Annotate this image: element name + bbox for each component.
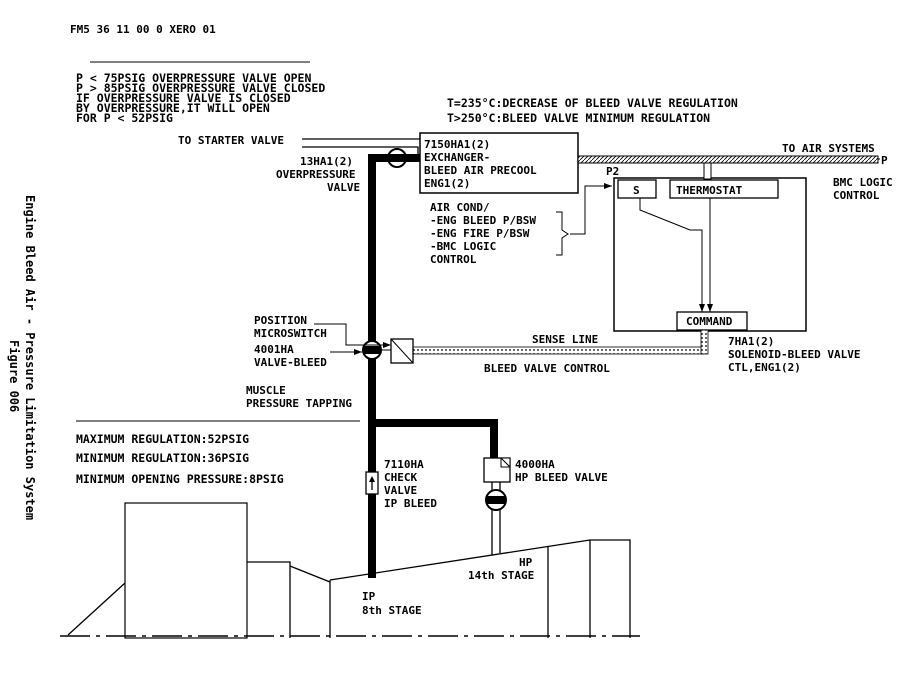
label-line: EXCHANGER-: [424, 151, 490, 164]
note-line: MINIMUM REGULATION:36PSIG: [76, 451, 249, 465]
label-line: CTL,ENG1(2): [728, 361, 801, 374]
hp-bleed-duct: [372, 419, 498, 470]
label-line: VALVE: [384, 484, 417, 497]
arrowhead: [383, 342, 391, 348]
command-label: COMMAND: [686, 315, 733, 328]
microswitch-leader: [314, 323, 390, 346]
to-air-systems-label: TO AIR SYSTEMS: [782, 142, 875, 155]
label-line: PRESSURE TAPPING: [246, 397, 352, 410]
label-line: POSITION: [254, 314, 307, 327]
air-cond-inputs-label: AIR COND/ -ENG BLEED P/BSW -ENG FIRE P/B…: [430, 201, 536, 266]
hp-stage-label: HP 14th STAGE: [468, 556, 534, 582]
label-line: CONTROL: [833, 189, 880, 202]
label-line: 7110HA: [384, 458, 424, 471]
command-box: [676, 311, 748, 331]
p-label-right: P: [881, 154, 888, 167]
note-line: FOR P < 52PSIG: [76, 111, 173, 125]
label-line: -BMC LOGIC: [430, 240, 496, 253]
arrowhead: [699, 304, 705, 312]
label-line: 14th STAGE: [468, 569, 534, 582]
bleed-valve-symbol: [362, 338, 414, 364]
label-line: ENG1(2): [424, 177, 470, 190]
document-reference: FM5 36 11 00 0 XERO 01: [70, 23, 216, 36]
label-line: MUSCLE: [246, 384, 286, 397]
engine-casing: [60, 502, 640, 639]
label-line: SOLENOID-BLEED VALVE: [728, 348, 860, 361]
sense-line-riser: [700, 329, 709, 355]
overpressure-valve-symbol: [387, 148, 407, 168]
inputs-brace: [556, 211, 569, 256]
label-line: BMC LOGIC: [833, 176, 893, 189]
solenoid-label: 7HA1(2) SOLENOID-BLEED VALVE CTL,ENG1(2): [728, 335, 860, 374]
figure-title: Engine Bleed Air - Pressure Limitation S…: [23, 195, 37, 520]
note-line: P > 85PSIG OVERPRESSURE VALVE CLOSED: [76, 81, 325, 95]
label-line: VALVE-BLEED: [254, 356, 327, 369]
label-line: IP BLEED: [384, 497, 437, 510]
label-line: AIR COND/: [430, 201, 490, 214]
label-line: 4000HA: [515, 458, 555, 471]
label-line: HP: [519, 556, 533, 569]
arrowhead: [354, 349, 362, 355]
note-line: P < 75PSIG OVERPRESSURE VALVE OPEN: [76, 71, 311, 85]
hp-bleed-valve-label: 4000HA HP BLEED VALVE: [515, 458, 608, 484]
sense-line-pipe: [411, 346, 705, 355]
label-line: 8th STAGE: [362, 604, 422, 617]
label-line: CONTROL: [430, 253, 477, 266]
label-line: HP BLEED VALVE: [515, 471, 608, 484]
note-line: IF OVERPRESSURE VALVE IS CLOSED: [76, 91, 291, 105]
main-bleed-duct: [368, 154, 430, 578]
s-to-command-line: [639, 198, 703, 312]
arrowhead: [604, 183, 612, 189]
label-line: IP: [362, 590, 376, 603]
label-line: -ENG FIRE P/BSW: [430, 227, 530, 240]
regulation-notes: MAXIMUM REGULATION:52PSIG MINIMUM REGULA…: [76, 432, 284, 486]
label-line: VALVE: [327, 181, 360, 194]
label-line: 7HA1(2): [728, 335, 774, 348]
label-line: -ENG BLEED P/BSW: [430, 214, 536, 227]
label-line: 13HA1(2): [300, 155, 353, 168]
overpressure-notes: P < 75PSIG OVERPRESSURE VALVE OPEN P > 8…: [76, 71, 325, 125]
inputs-to-s-line: [570, 185, 612, 235]
p2-label: P2: [606, 165, 619, 178]
s-box: [617, 179, 657, 199]
thermostat-tap: [703, 162, 712, 180]
to-starter-valve-label: TO STARTER VALVE: [178, 134, 284, 147]
precooler-label: 7150HA1(2) EXCHANGER- BLEED AIR PRECOOL …: [424, 138, 537, 190]
note-line: T>250°C:BLEED VALVE MINIMUM REGULATION: [447, 111, 710, 125]
label-line: 7150HA1(2): [424, 138, 490, 151]
temperature-notes: T=235°C:DECREASE OF BLEED VALVE REGULATI…: [447, 96, 738, 125]
overpressure-valve-label: 13HA1(2) OVERPRESSURE VALVE: [276, 155, 360, 194]
thermostat-box: [669, 179, 779, 199]
air-systems-duct: [577, 155, 879, 164]
bleed-valve-control-label: BLEED VALVE CONTROL: [484, 362, 610, 375]
label-line: CHECK: [384, 471, 417, 484]
check-valve-symbol: [365, 471, 379, 495]
note-line: MINIMUM OPENING PRESSURE:8PSIG: [76, 472, 284, 486]
hp-bleed-valve-symbol: [483, 457, 511, 555]
thermostat-label: THERMOSTAT: [676, 184, 743, 197]
note-line: MAXIMUM REGULATION:52PSIG: [76, 432, 249, 446]
arrowhead: [707, 304, 713, 312]
label-line: OVERPRESSURE: [276, 168, 355, 181]
precooler-box: [419, 132, 579, 194]
bmc-logic-control-label: BMC LOGIC CONTROL: [833, 176, 893, 202]
position-microswitch-label: POSITION MICROSWITCH: [254, 314, 327, 340]
muscle-tapping-label: MUSCLE PRESSURE TAPPING: [246, 384, 352, 410]
label-line: BLEED AIR PRECOOL: [424, 164, 537, 177]
figure-number: Figure 006: [7, 340, 21, 412]
note-line: T=235°C:DECREASE OF BLEED VALVE REGULATI…: [447, 96, 738, 110]
note-line: BY OVERPRESSURE,IT WILL OPEN: [76, 101, 270, 115]
sense-line-label: SENSE LINE: [532, 333, 598, 346]
label-line: 4001HA: [254, 343, 294, 356]
label-line: MICROSWITCH: [254, 327, 327, 340]
check-valve-label: 7110HA CHECK VALVE IP BLEED: [384, 458, 437, 510]
s-box-label: S: [633, 184, 640, 197]
ip-stage-label: IP 8th STAGE: [362, 590, 422, 617]
bleed-valve-label: 4001HA VALVE-BLEED: [254, 343, 327, 369]
